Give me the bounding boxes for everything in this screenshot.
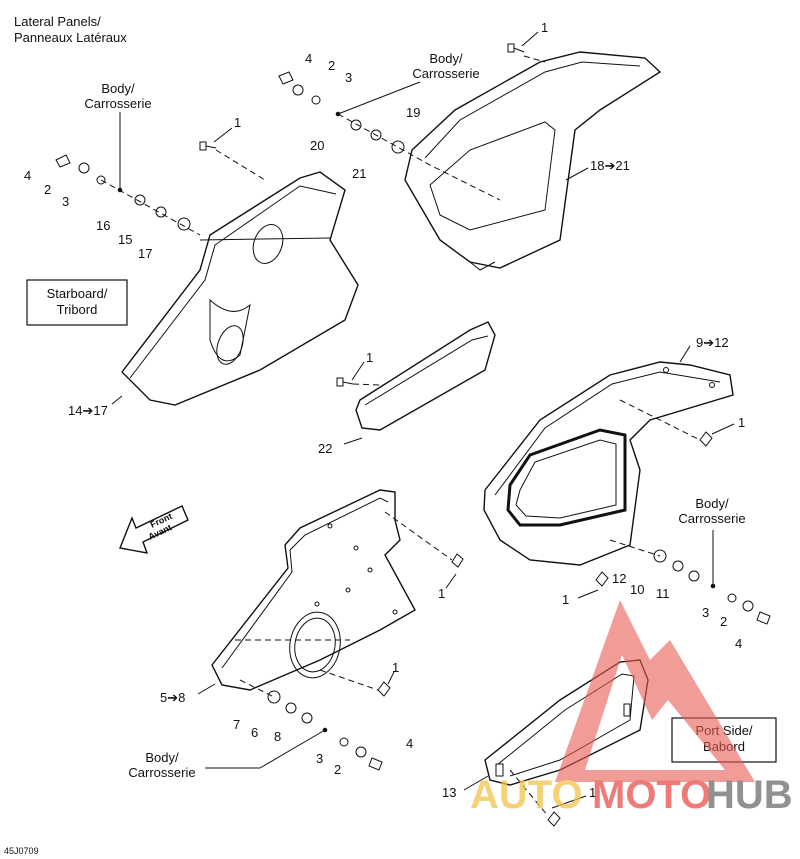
callout-4: 4 — [406, 736, 413, 751]
callout-2: 2 — [328, 58, 335, 73]
callout-3: 3 — [702, 605, 709, 620]
port-front-panel — [211, 489, 416, 691]
callout-8: 8 — [274, 729, 281, 744]
callout-4: 4 — [24, 168, 31, 183]
watermark-text-a: AUTO — [470, 773, 583, 817]
callout-4: 4 — [305, 51, 312, 66]
body-label-4b: Carrosserie — [128, 765, 195, 780]
callout-1: 1 — [738, 415, 745, 430]
callout-14-17: 14➔17 — [68, 403, 108, 418]
front-arrow: Front Avant — [119, 505, 189, 554]
starboard-label-2: Tribord — [57, 302, 98, 317]
starboard-label-1: Starboard/ — [47, 286, 108, 301]
middle-trim-panel — [355, 321, 496, 431]
callout-17: 17 — [138, 246, 152, 261]
callout-1: 1 — [234, 115, 241, 130]
callout-2: 2 — [720, 614, 727, 629]
callout-1: 1 — [366, 350, 373, 365]
body-label-1a: Body/ — [101, 81, 135, 96]
starboard-rear-panel — [404, 51, 662, 271]
callout-18-21: 18➔21 — [590, 158, 630, 173]
callout-7: 7 — [233, 717, 240, 732]
callout-12: 12 — [612, 571, 626, 586]
figure-code: 45J0709 — [4, 846, 39, 856]
callout-15: 15 — [118, 232, 132, 247]
hardware-set — [55, 43, 771, 827]
body-label-1b: Carrosserie — [84, 96, 151, 111]
callout-4: 4 — [735, 636, 742, 651]
callout-2: 2 — [44, 182, 51, 197]
callout-1: 1 — [541, 20, 548, 35]
callout-numbers: 1 1 1 1 1 1 1 1 4 2 3 19 20 21 18➔21 4 2… — [24, 20, 745, 800]
callout-1: 1 — [589, 785, 596, 800]
starboard-front-panel — [121, 171, 359, 406]
body-label-2a: Body/ — [429, 51, 463, 66]
callout-16: 16 — [96, 218, 110, 233]
callout-1: 1 — [392, 660, 399, 675]
body-label-3b: Carrosserie — [678, 511, 745, 526]
callout-10: 10 — [630, 582, 644, 597]
callout-13: 13 — [442, 785, 456, 800]
body-label-4a: Body/ — [145, 750, 179, 765]
body-label-2b: Carrosserie — [412, 66, 479, 81]
callout-5-8: 5➔8 — [160, 690, 185, 705]
title-line-2: Panneaux Latéraux — [14, 30, 127, 45]
callout-11: 11 — [656, 586, 670, 601]
callout-21: 21 — [352, 166, 366, 181]
starboard-box — [26, 279, 128, 326]
callout-2: 2 — [334, 762, 341, 777]
callout-20: 20 — [310, 138, 324, 153]
port-upper-panel — [483, 361, 734, 566]
callout-3: 3 — [62, 194, 69, 209]
leader-lines — [111, 31, 735, 809]
callout-6: 6 — [251, 725, 258, 740]
callout-3: 3 — [345, 70, 352, 85]
body-label-3a: Body/ — [695, 496, 729, 511]
callout-19: 19 — [406, 105, 420, 120]
callout-9-12: 9➔12 — [696, 335, 729, 350]
callout-1: 1 — [562, 592, 569, 607]
callout-1: 1 — [438, 586, 445, 601]
callout-3: 3 — [316, 751, 323, 766]
watermark-text-b: MOTO — [592, 773, 711, 817]
alignment-lines — [100, 55, 701, 817]
callout-22: 22 — [318, 441, 332, 456]
watermark-logo: AUTO MOTO HUB — [470, 600, 793, 817]
watermark-text-c: HUB — [706, 773, 793, 817]
title-line-1: Lateral Panels/ — [14, 14, 101, 29]
